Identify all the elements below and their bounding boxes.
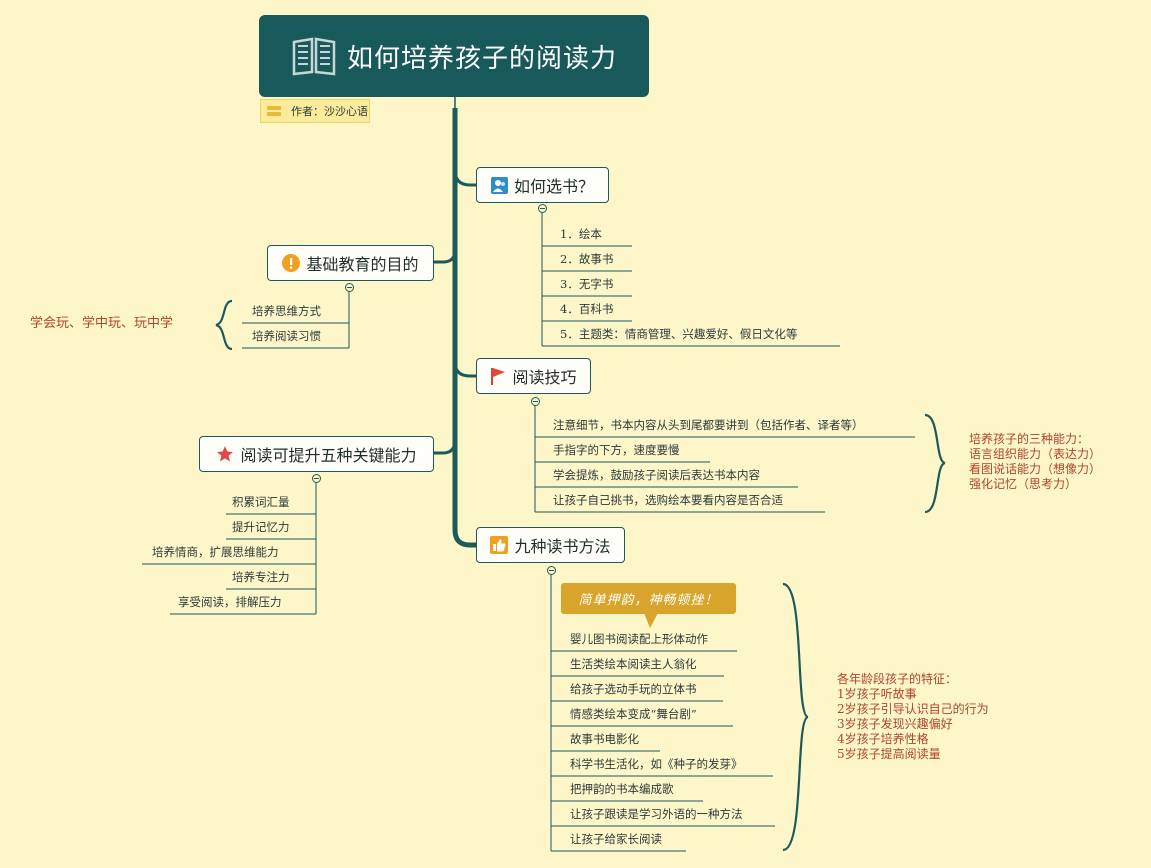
list-item: 故事书电影化: [570, 732, 639, 746]
author-note[interactable]: 作者：沙沙心语: [260, 99, 370, 123]
user-icon: [490, 176, 508, 194]
list-item: 生活类绘本阅读主人翁化: [570, 657, 697, 671]
list-item: 积累词汇量: [232, 495, 290, 509]
topic-label: 九种读书方法: [514, 537, 611, 556]
list-item: 4．百科书: [560, 302, 614, 316]
note-line: 语言组织能力（表达力）: [969, 447, 1102, 461]
list-item: 给孩子选动手玩的立体书: [570, 682, 697, 696]
callout-bubble: 简单押韵，神畅顿挫！: [561, 583, 736, 614]
note-line: 3岁孩子发现兴趣偏好: [837, 717, 953, 731]
note-icon: [267, 106, 281, 116]
topic-label: 阅读可提升五种关键能力: [240, 446, 417, 465]
topic-reading-skills[interactable]: 阅读技巧: [476, 358, 591, 394]
note-line: 4岁孩子培养性格: [837, 732, 929, 746]
list-item: 让孩子跟读是学习外语的一种方法: [570, 807, 743, 821]
summary-note: 学会玩、学中玩、玩中学: [30, 316, 174, 331]
topic-label: 基础教育的目的: [306, 255, 419, 274]
book-icon: [291, 36, 337, 76]
topic-choose-books[interactable]: 如何选书？: [476, 167, 609, 203]
topic-purpose[interactable]: 基础教育的目的: [267, 245, 434, 281]
note-line: 各年龄段孩子的特征：: [837, 672, 958, 686]
methods-note: 各年龄段孩子的特征： 1岁孩子听故事 2岁孩子引导认识自己的行为 3岁孩子发现兴…: [837, 672, 989, 762]
topic-label: 如何选书？: [513, 177, 594, 196]
topic-five-abilities[interactable]: 阅读可提升五种关键能力: [199, 436, 434, 472]
topic-label: 阅读技巧: [512, 368, 577, 387]
list-item: 把押韵的书本编成歌: [570, 782, 674, 796]
note-line: 看图说话能力（想像力）: [969, 462, 1102, 476]
list-item: 培养阅读习惯: [252, 329, 321, 343]
exclamation-icon: [282, 254, 301, 272]
list-item: 1．绘本: [560, 227, 602, 241]
flag-icon: [490, 367, 506, 385]
skills-note: 培养孩子的三种能力： 语言组织能力（表达力） 看图说话能力（想像力） 强化记忆（…: [969, 432, 1101, 492]
collapse-toggle[interactable]: [312, 474, 321, 483]
list-item: 注意细节，书本内容从头到尾都要讲到（包括作者、译者等）: [553, 418, 864, 432]
list-item: 手指字的下方，速度要慢: [553, 443, 680, 457]
list-item: 5．主题类：情商管理、兴趣爱好、假日文化等: [560, 327, 798, 341]
list-item: 培养专注力: [232, 570, 290, 584]
list-item: 让孩子给家长阅读: [570, 832, 662, 846]
collapse-toggle[interactable]: [538, 204, 547, 213]
list-item: 培养思维方式: [252, 304, 321, 318]
root-topic[interactable]: 如何培养孩子的阅读力: [259, 15, 649, 97]
list-item: 享受阅读，排解压力: [178, 595, 282, 609]
thumbs-up-icon: [490, 536, 509, 554]
note-line: 强化记忆（思考力）: [969, 477, 1078, 491]
collapse-toggle[interactable]: [531, 397, 540, 406]
author-label: 作者：沙沙心语: [291, 105, 368, 118]
list-item: 科学书生活化，如《种子的发芽》: [570, 757, 743, 771]
root-title: 如何培养孩子的阅读力: [346, 43, 617, 74]
list-item: 培养情商，扩展思维能力: [152, 545, 279, 559]
list-item: 学会提炼，鼓励孩子阅读后表达书本内容: [553, 468, 760, 482]
note-line: 2岁孩子引导认识自己的行为: [837, 702, 989, 716]
note-line: 培养孩子的三种能力：: [969, 432, 1090, 446]
star-icon: [216, 445, 234, 463]
list-item: 婴儿图书阅读配上形体动作: [570, 632, 708, 646]
list-item: 3．无字书: [560, 277, 614, 291]
list-item: 2．故事书: [560, 252, 614, 266]
note-line: 1岁孩子听故事: [837, 687, 917, 701]
list-item: 情感类绘本变成“舞台剧”: [570, 707, 697, 721]
note-line: 5岁孩子提高阅读量: [837, 747, 941, 761]
list-item: 提升记忆力: [232, 520, 290, 534]
collapse-toggle[interactable]: [547, 566, 556, 575]
topic-nine-methods[interactable]: 九种读书方法: [476, 527, 625, 563]
list-item: 让孩子自己挑书，选购绘本要看内容是否合适: [553, 493, 783, 507]
collapse-toggle[interactable]: [345, 283, 354, 292]
